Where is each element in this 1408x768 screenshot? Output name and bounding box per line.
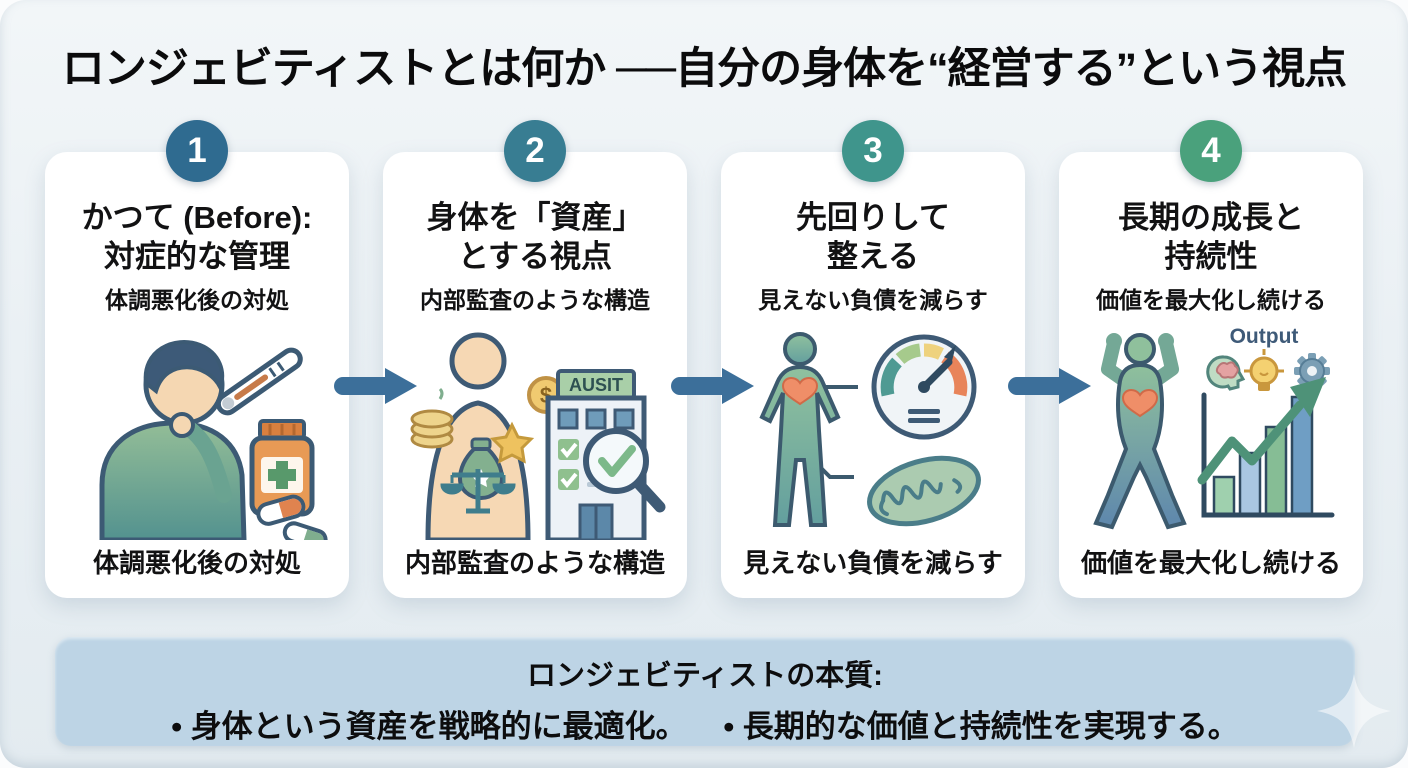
step-number-badge: 2 xyxy=(504,120,566,182)
balance-scale-icon xyxy=(440,468,516,514)
step-caption: 内部監査のような構造 xyxy=(404,548,665,578)
star-icon xyxy=(489,421,535,464)
summary-point: • 長期的な価値と持続性を実現する。 xyxy=(723,709,1239,744)
step-subtitle: 価値を最大化し続ける xyxy=(1096,287,1326,314)
step-caption: 見えない負債を減らす xyxy=(743,548,1003,578)
capsule-icon xyxy=(282,520,328,540)
page-title: ロンジェビティストとは何か ──自分の身体を“経営する”という視点 xyxy=(61,45,1347,93)
sick-person-icon xyxy=(99,339,247,540)
svg-text:AUSIT: AUSIT xyxy=(569,375,623,395)
summary-heading: ロンジェビティストの本質: xyxy=(527,660,883,692)
flow-arrow-2-3 xyxy=(671,368,754,404)
sparkle-icon xyxy=(1317,674,1391,748)
sick-person-thermometer-medicine-icon xyxy=(99,339,328,540)
step-number-badge: 1 xyxy=(166,120,228,182)
body-gauge-mitochondria-icon xyxy=(759,331,981,527)
heart-icon xyxy=(781,376,819,405)
step-card-1: 1 かつて (Before): 対症的な管理 体調悪化後の対処 xyxy=(45,120,349,598)
summary-point: • 身体という資産を戦略的に最適化。 xyxy=(171,709,687,744)
step-title: 先回りして 整える xyxy=(795,200,951,275)
step-subtitle: 見えない負債を減らす xyxy=(758,287,988,314)
lightbulb-icon xyxy=(1244,348,1284,391)
flow-arrow-1-2 xyxy=(334,368,417,404)
step-number-badge: 3 xyxy=(842,120,904,182)
step-subtitle: 体調悪化後の対処 xyxy=(105,287,289,314)
step-caption: 体調悪化後の対処 xyxy=(92,548,301,578)
step-card-4: 4 長期の成長と 持続性 価値を最大化し続ける xyxy=(1059,120,1363,598)
step-number-badge: 4 xyxy=(1180,120,1242,182)
gauge-icon xyxy=(871,334,977,440)
step-card-2: 2 身体を「資産」 とする視点 内部監査のような構造 $ xyxy=(383,120,687,598)
heart-icon xyxy=(1121,388,1159,417)
magnifier-check-icon xyxy=(583,427,666,513)
summary-banner: ロンジェビティストの本質: • 身体という資産を戦略的に最適化。 • 長期的な価… xyxy=(55,637,1355,746)
step-title: かつて (Before): 対症的な管理 xyxy=(81,200,313,275)
strong-figure-growth-icon: Output xyxy=(1093,325,1335,529)
step-caption: 価値を最大化し続ける xyxy=(1080,548,1341,578)
mitochondria-icon xyxy=(867,455,981,526)
step-card-3: 3 先回りして 整える 見えない負債を減らす xyxy=(721,120,1025,598)
capsule-icon xyxy=(256,494,306,526)
step-title: 身体を「資産」 とする視点 xyxy=(426,200,644,275)
pill-bottle-icon xyxy=(249,418,315,517)
output-label: Output xyxy=(1230,325,1299,348)
flexing-figure-icon xyxy=(1093,332,1187,529)
coins-stack-icon xyxy=(410,387,454,449)
body-assets-audit-icon: $ xyxy=(410,332,666,540)
brain-head-icon xyxy=(1206,355,1246,391)
thermometer-icon xyxy=(215,347,303,415)
arrow-head xyxy=(1290,376,1326,417)
green-body-icon xyxy=(759,331,841,527)
flow-arrow-3-4 xyxy=(1008,368,1091,404)
summary-points: • 身体という資産を戦略的に最適化。 • 長期的な価値と持続性を実現する。 xyxy=(55,701,1355,746)
growth-chart-icon xyxy=(1197,376,1335,518)
step-title: 長期の成長と 持続性 xyxy=(1118,200,1304,275)
step-subtitle: 内部監査のような構造 xyxy=(420,287,650,314)
